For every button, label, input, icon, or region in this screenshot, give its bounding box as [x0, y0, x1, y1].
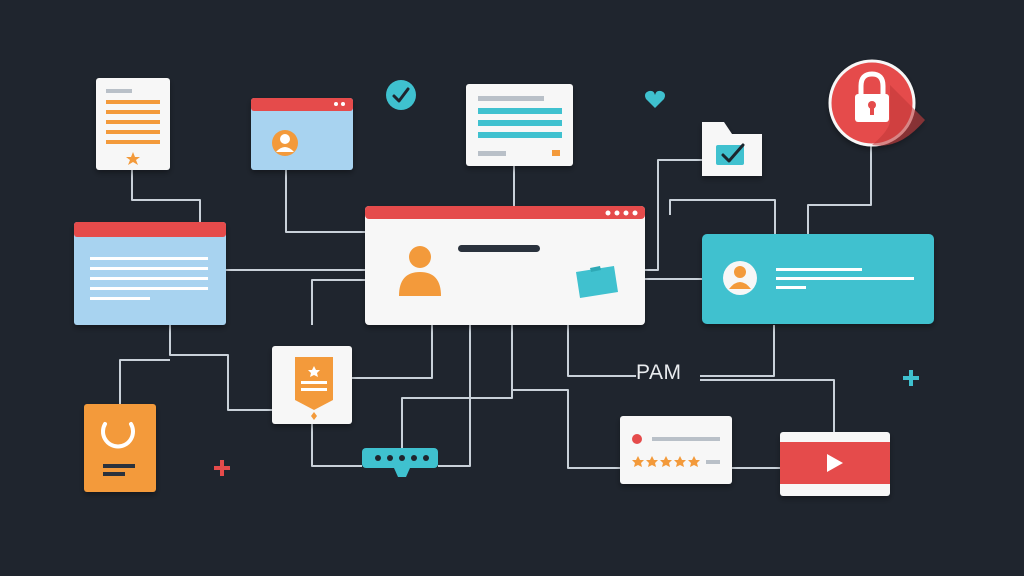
connector — [119, 359, 170, 404]
connector — [311, 424, 362, 467]
connector — [511, 360, 620, 469]
connector — [352, 325, 433, 379]
connector — [807, 145, 872, 234]
server-node[interactable] — [362, 448, 438, 477]
document-node[interactable] — [96, 78, 170, 170]
text-card-node[interactable] — [466, 84, 573, 166]
connector — [131, 170, 201, 222]
plus-sparkle-icon — [903, 370, 919, 386]
folder-check-node[interactable] — [702, 122, 762, 176]
connector — [700, 325, 775, 377]
connector — [169, 325, 272, 411]
video-node[interactable] — [780, 432, 890, 496]
connector — [669, 199, 776, 234]
connector — [401, 325, 513, 448]
power-icon — [101, 422, 135, 449]
power-device-node[interactable] — [84, 404, 156, 492]
heart-icon — [645, 90, 665, 108]
connector — [438, 325, 471, 467]
ticket-icon — [295, 357, 333, 410]
connector — [645, 159, 715, 271]
check-badge[interactable] — [386, 80, 416, 110]
connector — [567, 325, 636, 377]
checkmark-icon — [392, 87, 410, 103]
star-rating-icon — [632, 456, 700, 467]
ticket-node[interactable] — [272, 346, 352, 424]
star-icon — [126, 152, 140, 165]
lock-icon — [855, 71, 889, 122]
user-icon — [272, 130, 298, 156]
user-icon — [723, 261, 757, 295]
user-icon — [399, 246, 441, 296]
list-window-node[interactable] — [74, 222, 226, 325]
central-dashboard-node[interactable] — [365, 206, 645, 325]
checkmark-icon — [721, 143, 745, 163]
connector — [700, 379, 835, 432]
folder-icon — [576, 266, 618, 298]
connector — [311, 279, 365, 325]
connector — [285, 170, 365, 233]
connector-lines — [119, 145, 872, 469]
review-card-node[interactable] — [620, 416, 732, 484]
pam-label: PAM — [636, 361, 682, 384]
profile-window-node[interactable] — [251, 98, 353, 170]
play-icon — [827, 454, 843, 472]
plus-sparkle-icon — [214, 460, 230, 476]
lock-node[interactable] — [828, 59, 925, 147]
user-card-node[interactable] — [702, 234, 934, 324]
